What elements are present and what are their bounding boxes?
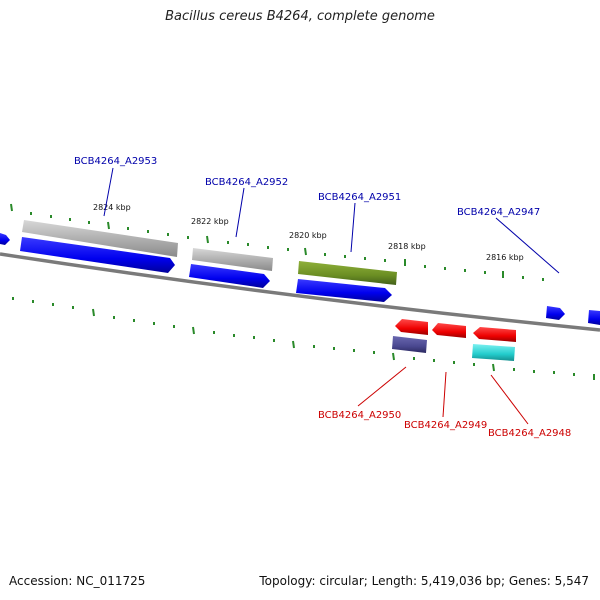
gene-A2950-feature[interactable] [392, 336, 427, 353]
gene-label-A2950[interactable]: BCB4264_A2950 [318, 410, 401, 421]
gene-label-A2947[interactable]: BCB4264_A2947 [457, 207, 540, 218]
tick-label-2820: 2820 kbp [289, 231, 327, 240]
reverse-cds-track [395, 319, 516, 342]
gene-A2951-feature[interactable] [298, 261, 397, 285]
gene-label-A2948[interactable]: BCB4264_A2948 [488, 428, 571, 439]
genome-stats-text: Topology: circular; Length: 5,419,036 bp… [259, 574, 589, 588]
tick-label-2822: 2822 kbp [191, 217, 229, 226]
gene-label-A2952[interactable]: BCB4264_A2952 [205, 177, 288, 188]
map-title: Bacillus cereus B4264, complete genome [165, 9, 435, 24]
gene-A2948-feature[interactable] [472, 344, 515, 361]
gene-label-A2949[interactable]: BCB4264_A2949 [404, 420, 487, 431]
cds-A2953-arrow[interactable] [20, 237, 175, 273]
cds-arrow-left-edge[interactable] [0, 233, 10, 245]
genome-backbone [0, 252, 600, 332]
top-label-callouts [103, 167, 560, 274]
gene-label-A2953[interactable]: BCB4264_A2953 [74, 156, 157, 167]
gene-label-A2951[interactable]: BCB4264_A2951 [318, 192, 401, 203]
cds-arrow-right-edge[interactable] [588, 310, 600, 325]
outer-tick-ring [10, 203, 544, 281]
gene-A2952-feature[interactable] [192, 248, 273, 271]
cds-A2947-arrow[interactable] [546, 306, 565, 320]
cds-A2950-arrow[interactable] [395, 319, 428, 335]
cds-A2951-arrow[interactable] [296, 279, 392, 302]
forward-cds-track [0, 233, 600, 325]
gene-A2953-feature[interactable] [22, 220, 178, 257]
tick-label-2824: 2824 kbp [93, 203, 131, 212]
cds-A2949-arrow[interactable] [432, 323, 466, 338]
tick-label-2818: 2818 kbp [388, 242, 426, 251]
gene-feature-track [22, 220, 397, 285]
cds-A2952-arrow[interactable] [189, 264, 270, 288]
cds-A2948-arrow[interactable] [473, 327, 516, 342]
tick-label-2816: 2816 kbp [486, 253, 524, 262]
bottom-label-callouts [357, 366, 529, 425]
inner-gene-feature-track [392, 336, 515, 361]
inner-tick-ring [12, 297, 595, 380]
accession-text: Accession: NC_011725 [9, 574, 146, 588]
